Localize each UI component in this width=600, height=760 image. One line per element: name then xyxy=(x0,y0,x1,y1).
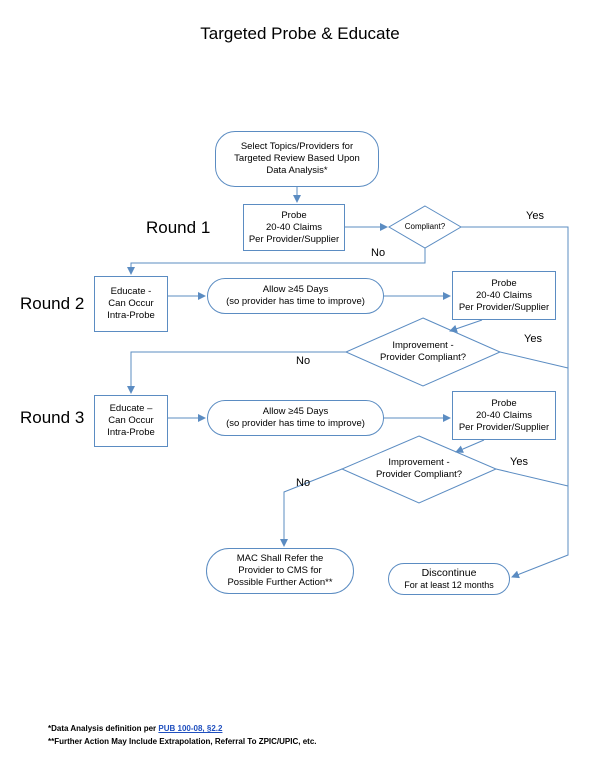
yes-label-round-2: Yes xyxy=(524,333,542,345)
discontinue-title: Discontinue xyxy=(421,567,477,579)
improvement-2-label: Improvement - Provider Compliant? xyxy=(366,334,480,370)
footnote-further-action: **Further Action May Include Extrapolati… xyxy=(48,737,317,746)
probe-round-2-node: Probe 20-40 Claims Per Provider/Supplier xyxy=(452,271,556,320)
compliant-label: Compliant? xyxy=(389,215,461,239)
no-label-round-2: No xyxy=(296,355,311,367)
discontinue-node: Discontinue For at least 12 months xyxy=(388,563,510,595)
round-3-label: Round 3 xyxy=(20,408,85,427)
probe-round-3-node: Probe 20-40 Claims Per Provider/Supplier xyxy=(452,391,556,440)
no-label-round-1: No xyxy=(371,247,386,259)
improvement-line: Improvement - xyxy=(392,340,454,351)
probe-line: Probe xyxy=(281,209,307,221)
allow-days-round-3-node: Allow ≥45 Days (so provider has time to … xyxy=(207,400,384,436)
mac-refer-node: MAC Shall Refer the Provider to CMS for … xyxy=(206,548,354,594)
round-1-label: Round 1 xyxy=(146,218,211,237)
allow-line: (so provider has time to improve) xyxy=(226,418,365,429)
yes-label-round-1: Yes xyxy=(526,210,544,222)
probe-line: Probe xyxy=(491,277,517,289)
probe-line: Probe xyxy=(491,397,517,409)
educate-round-3-node: Educate – Can Occur Intra-Probe xyxy=(94,395,168,447)
educate-line: Educate – xyxy=(109,403,153,414)
probe-line: Per Provider/Supplier xyxy=(248,233,340,245)
pub-100-08-link[interactable]: PUB 100-08, §2.2 xyxy=(158,724,223,733)
probe-line: 20-40 Claims xyxy=(476,289,532,301)
improvement-diamond-2 xyxy=(344,317,502,387)
footnote-data-analysis: *Data Analysis definition per PUB 100-08… xyxy=(48,724,222,733)
select-topics-line: Targeted Review Based Upon xyxy=(234,153,360,164)
compliant-line: Compliant? xyxy=(404,222,446,231)
mac-refer-line: MAC Shall Refer the xyxy=(236,553,324,564)
allow-line: Allow ≥45 Days xyxy=(262,406,329,417)
improvement-3-label: Improvement - Provider Compliant? xyxy=(362,451,476,487)
improvement-line: Provider Compliant? xyxy=(379,352,467,363)
educate-line: Can Occur xyxy=(108,298,154,309)
mac-refer-line: Possible Further Action** xyxy=(227,577,333,588)
footnote-1-text: *Data Analysis definition per xyxy=(48,724,159,733)
improvement-line: Improvement - xyxy=(388,457,450,468)
allow-line: (so provider has time to improve) xyxy=(226,296,365,307)
educate-line: Can Occur xyxy=(108,415,154,426)
yes-label-round-3: Yes xyxy=(510,456,528,468)
no-label-round-3: No xyxy=(296,477,311,489)
page-title: Targeted Probe & Educate xyxy=(200,24,400,43)
allow-days-round-2-node: Allow ≥45 Days (so provider has time to … xyxy=(207,278,384,314)
probe-line: 20-40 Claims xyxy=(476,409,532,421)
select-topics-line: Data Analysis* xyxy=(266,165,328,176)
probe-line: Per Provider/Supplier xyxy=(458,301,550,313)
probe-line: 20-40 Claims xyxy=(266,221,322,233)
round-2-label: Round 2 xyxy=(20,294,85,313)
select-topics-node: Select Topics/Providers for Targeted Rev… xyxy=(215,131,379,187)
educate-line: Intra-Probe xyxy=(107,427,155,438)
select-topics-line: Select Topics/Providers for xyxy=(240,141,354,152)
improvement-line: Provider Compliant? xyxy=(375,469,463,480)
allow-line: Allow ≥45 Days xyxy=(262,284,329,295)
discontinue-subtitle: For at least 12 months xyxy=(404,580,494,590)
mac-refer-line: Provider to CMS for xyxy=(238,565,322,576)
educate-line: Educate - xyxy=(110,286,152,297)
probe-round-1-node: Probe 20-40 Claims Per Provider/Supplier xyxy=(243,204,345,251)
probe-line: Per Provider/Supplier xyxy=(458,421,550,433)
educate-round-2-node: Educate - Can Occur Intra-Probe xyxy=(94,276,168,332)
educate-line: Intra-Probe xyxy=(107,310,155,321)
